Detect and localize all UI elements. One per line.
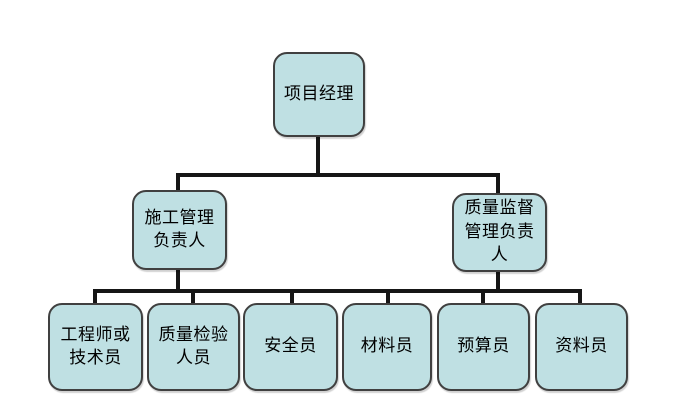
connector-root-stem: [316, 136, 320, 177]
node-safety-officer: 安全员: [243, 303, 338, 391]
node-construction-manager-label: 施工管理 负责人: [144, 207, 215, 251]
node-safety-officer-label: 安全员: [264, 336, 317, 357]
node-materials-officer: 材料员: [342, 303, 432, 391]
node-quality-inspector-label: 质量检验 人员: [158, 324, 229, 368]
node-budget-officer-label: 预算员: [457, 336, 510, 357]
connector-drop-budget-officer: [481, 291, 485, 305]
node-project-manager: 项目经理: [273, 52, 365, 137]
node-materials-officer-label: 材料员: [360, 336, 414, 357]
connector-drop-safety-officer: [290, 291, 294, 305]
connector-drop-quality-supervision: [496, 175, 500, 194]
node-project-manager-label: 项目经理: [284, 83, 354, 104]
connector-drop-quality-inspector: [191, 291, 195, 305]
connector-stem-construction: [176, 267, 180, 293]
connector-level2-rail: [176, 173, 500, 177]
node-quality-inspector: 质量检验 人员: [147, 303, 240, 391]
connector-stem-quality-supervision: [496, 269, 500, 293]
connector-level3-rail: [93, 289, 582, 293]
node-engineer-technician: 工程师或 技术员: [48, 303, 143, 391]
connector-drop-engineer: [93, 291, 97, 305]
node-budget-officer: 预算员: [437, 303, 530, 391]
node-engineer-technician-label: 工程师或 技术员: [60, 324, 131, 368]
node-quality-supervision-manager-label: 质量监督 管理负责 人: [464, 198, 535, 266]
connector-drop-construction: [176, 175, 180, 191]
node-construction-manager: 施工管理 负责人: [132, 190, 227, 270]
node-quality-supervision-manager: 质量监督 管理负责 人: [452, 193, 547, 272]
node-documentation-officer-label: 资料员: [555, 336, 608, 357]
connector-drop-materials-officer: [386, 291, 390, 305]
node-documentation-officer: 资料员: [535, 303, 628, 391]
connector-drop-documentation-officer: [578, 291, 582, 305]
